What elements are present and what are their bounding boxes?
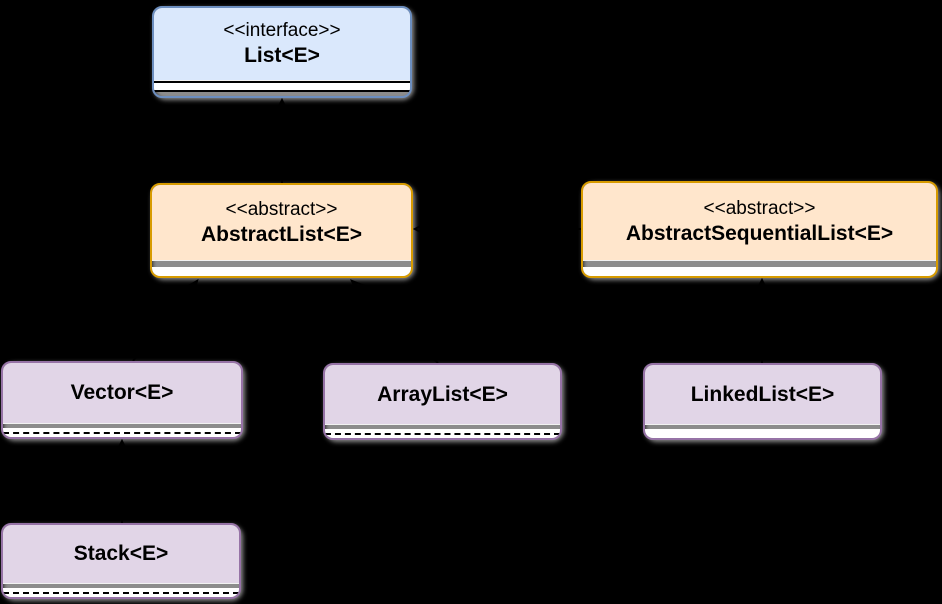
class-name: AbstractSequentialList<E> (625, 221, 894, 245)
compartment-divider (152, 260, 411, 261)
empty-compartment (154, 92, 410, 96)
empty-compartment (645, 429, 880, 438)
open-arrowhead-icon (184, 278, 199, 296)
empty-compartment (152, 267, 411, 276)
open-arrowhead-icon (350, 279, 366, 295)
open-arrowhead-icon (412, 221, 429, 237)
class-name: Vector<E> (70, 381, 174, 404)
class-name: ArrayList<E> (377, 382, 508, 406)
class-box-stack: Stack<E> (1, 523, 241, 599)
connector-abstractlist-to-list (275, 97, 289, 183)
class-stereotype: <<interface>> (223, 20, 341, 41)
class-box-vector: Vector<E> (1, 361, 243, 439)
class-name: LinkedList<E> (690, 382, 835, 406)
dashed-separator (3, 431, 241, 434)
class-title-area: ArrayList<E> (325, 365, 560, 424)
empty-compartment (3, 428, 241, 437)
dashed-separator (3, 591, 239, 594)
class-title-area: Vector<E> (3, 363, 241, 423)
compartment-divider (325, 424, 560, 425)
class-stereotype: <<abstract>> (703, 197, 816, 219)
class-box-linkedlist: LinkedList<E> (643, 363, 882, 440)
empty-compartment (154, 81, 410, 92)
compartment-divider (3, 423, 241, 424)
class-box-list: <<interface>> List<E> (152, 6, 412, 98)
dashed-separator (325, 432, 560, 435)
class-name: Stack<E> (73, 542, 169, 565)
class-title-area: <<interface>> List<E> (154, 8, 410, 80)
class-box-abstractlist: <<abstract>> AbstractList<E> (150, 183, 413, 278)
compartment-divider (583, 260, 936, 261)
empty-compartment (325, 429, 560, 438)
class-name: AbstractList<E> (200, 222, 363, 246)
compartment-divider (3, 583, 239, 584)
connector-arraylist-to-abstractlist (350, 279, 439, 364)
class-title-area: LinkedList<E> (645, 365, 880, 424)
class-stereotype: <<abstract>> (225, 198, 338, 220)
class-title-area: <<abstract>> AbstractList<E> (152, 185, 411, 260)
class-box-arraylist: ArrayList<E> (323, 363, 562, 440)
class-box-abstractsequentiallist: <<abstract>> AbstractSequentialList<E> (581, 181, 938, 278)
connector-vector-to-abstractlist (132, 278, 199, 362)
triangle-arrowhead-icon (115, 438, 129, 453)
connector-abstractsequentiallist-to-abstractlist (412, 221, 581, 237)
connector-stack-to-vector (115, 438, 129, 523)
connector-linkedlist-to-abstractsequentiallist (755, 277, 769, 363)
empty-compartment (583, 267, 936, 276)
class-title-area: <<abstract>> AbstractSequentialList<E> (583, 183, 936, 260)
triangle-arrowhead-icon (755, 277, 769, 292)
class-title-area: Stack<E> (3, 525, 239, 583)
empty-compartment (3, 588, 239, 597)
class-name: List<E> (244, 44, 320, 67)
triangle-arrowhead-icon (275, 97, 289, 112)
compartment-divider (645, 424, 880, 425)
compartment-divider (154, 80, 410, 81)
